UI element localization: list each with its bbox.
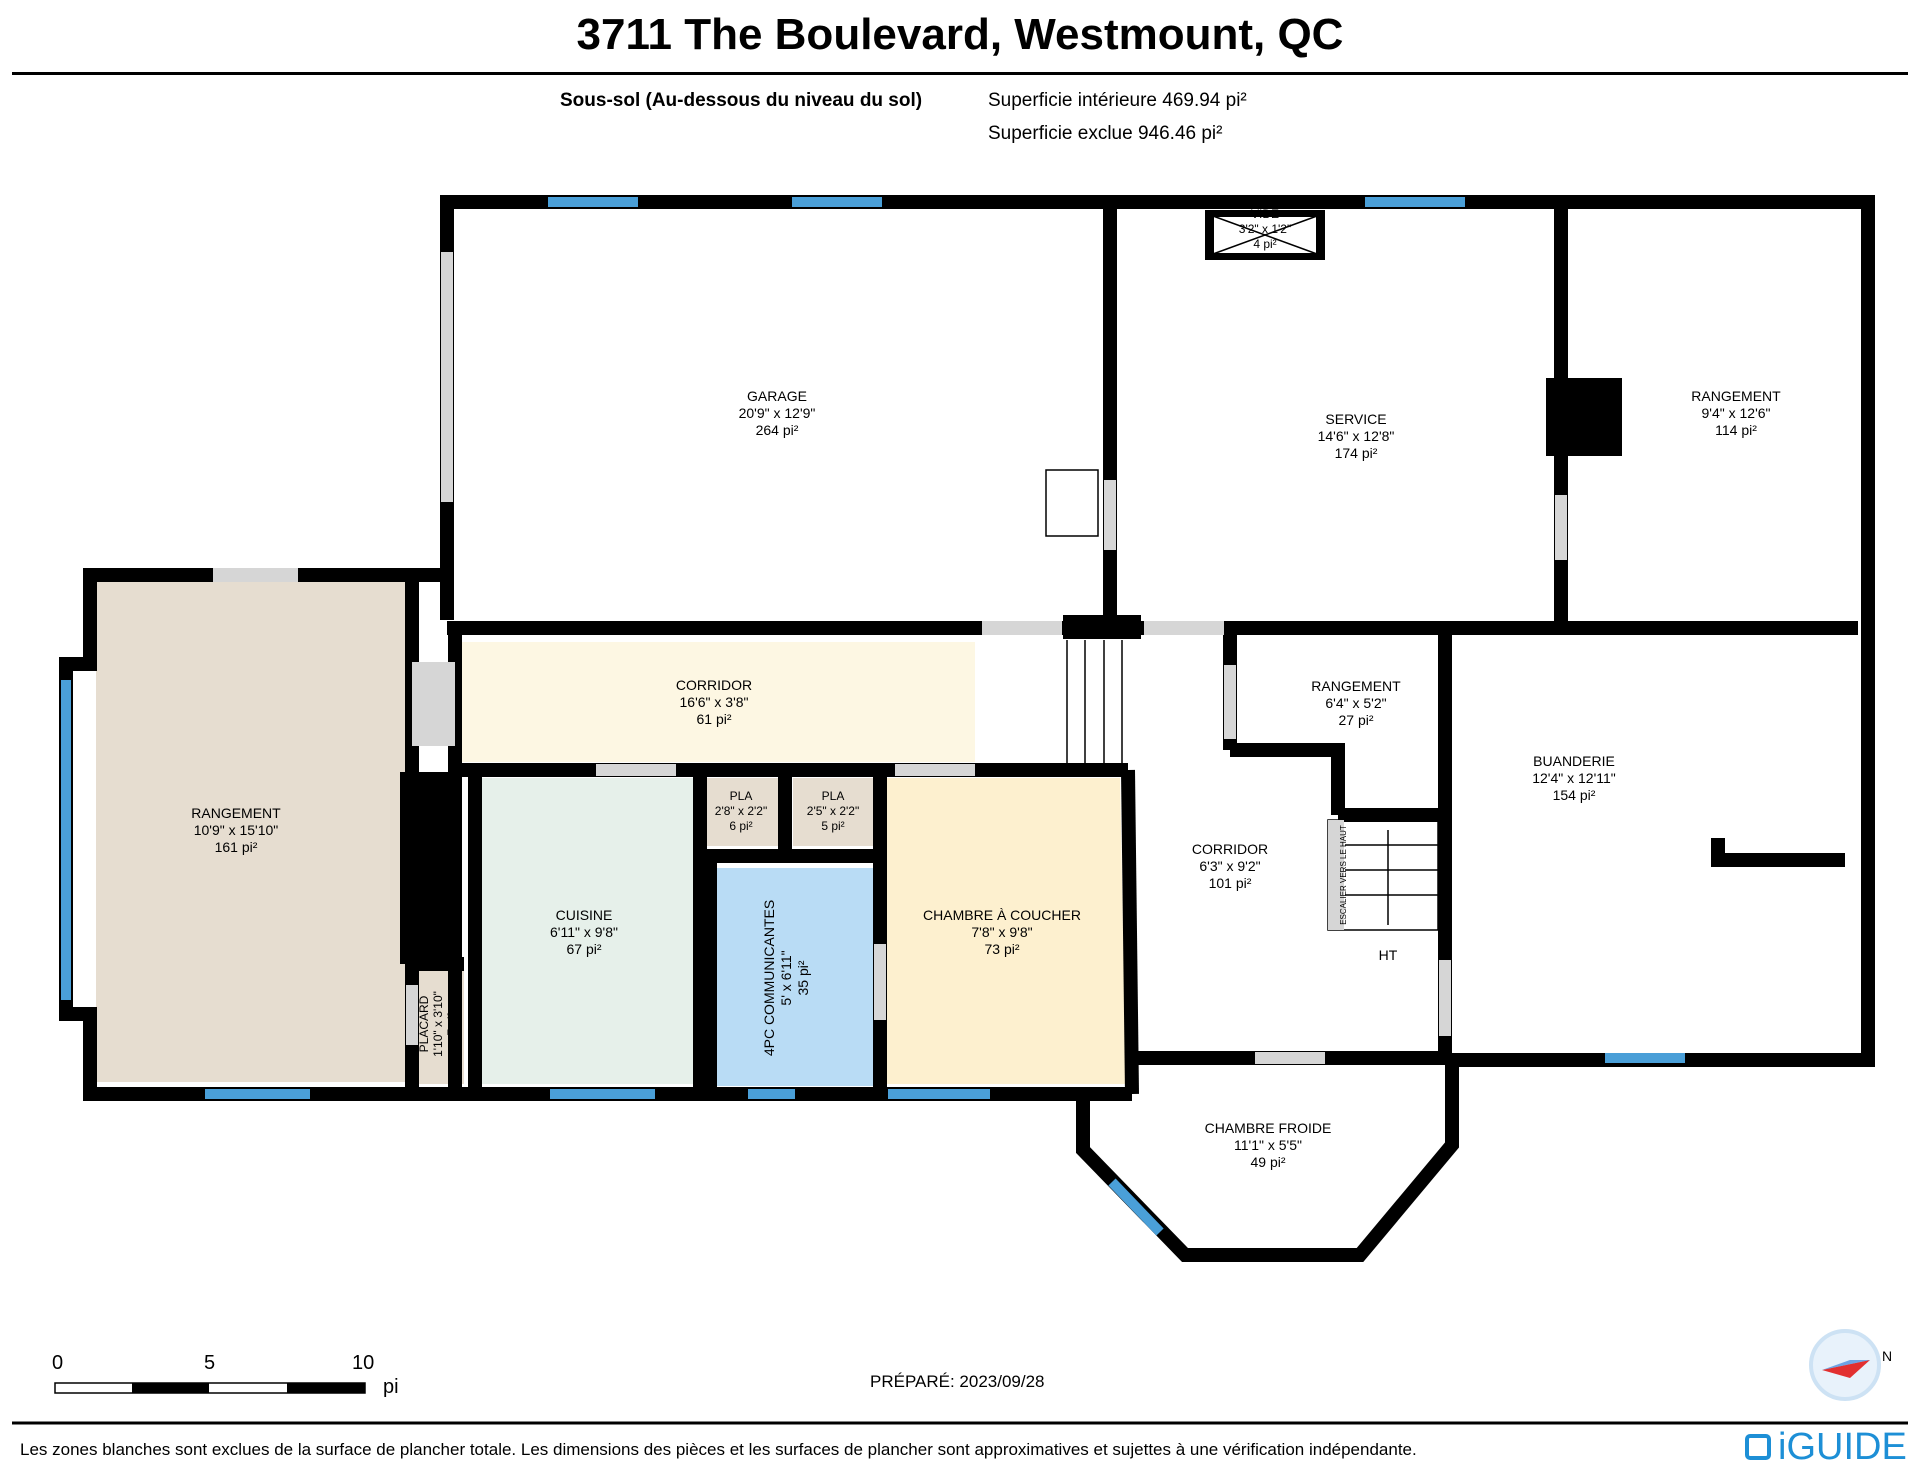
label-garage: GARAGE [747,388,807,404]
label-service: SERVICE [1325,411,1386,427]
dims-buanderie: 12'4" x 12'11" [1532,770,1616,786]
dims-rangement-s: 6'4" x 5'2" [1325,695,1386,711]
label-vide: VIDE [1251,207,1279,221]
dims-corridor-e: 6'3" x 9'2" [1199,858,1260,874]
area-pla2: 5 pi² [821,819,844,833]
fill-cuisine [475,778,695,1084]
dims-4pc: 5' x 6'11" [778,950,794,1005]
label-rangement-w: RANGEMENT [191,805,281,821]
label-stairs: ESCALIER VERS LE HAUT [1339,825,1348,925]
windows [61,197,1685,1236]
area-pla1: 6 pi² [729,819,752,833]
area-froide: 49 pi² [1250,1154,1285,1170]
dims-rangement-ne: 9'4" x 12'6" [1702,405,1771,421]
compass-icon [1809,1329,1881,1401]
fill-corridor-n [455,642,975,762]
scale-bar [54,1382,366,1394]
label-buanderie: BUANDERIE [1533,753,1615,769]
area-corridor-n: 61 pi² [696,711,731,727]
label-corridor-e: CORRIDOR [1192,841,1268,857]
door-openings [213,252,1567,1064]
label-pla1: PLA [730,789,753,803]
area-rangement-w: 161 pi² [215,839,258,855]
dims-froide: 11'1" x 5'5" [1234,1137,1302,1153]
label-chambre: CHAMBRE À COUCHER [923,907,1081,923]
stair-landing [1328,820,1344,930]
fill-chambre [886,778,1126,1084]
area-service: 174 pi² [1335,445,1378,461]
dims-pla2: 2'5" x 2'2" [807,804,859,818]
label-rangement-s: RANGEMENT [1311,678,1401,694]
brand-logo: iGUIDE [1778,1426,1907,1468]
fill-4pc [713,868,875,1086]
page-title: 3711 The Boulevard, Westmount, QC [576,10,1344,59]
area-rangement-s: 27 pi² [1338,712,1373,728]
dims-cuisine: 6'11" x 9'8" [550,924,618,940]
area-cuisine: 67 pi² [566,941,601,957]
room-fills [96,582,1126,1086]
scale-tick-10: 10 [352,1352,375,1374]
area-garage: 264 pi² [756,422,799,438]
fill-rangement-w [96,582,412,1082]
compass-label: N [1882,1348,1893,1364]
area-buanderie: 154 pi² [1553,787,1596,803]
dims-vide: 3'2" x 1'2" [1239,222,1291,236]
fill-pla1 [700,778,782,846]
area-vide: 4 pi² [1253,237,1276,251]
level-name: Sous-sol (Au-dessous du niveau du sol) [560,90,923,111]
room-labels: GARAGE 20'9" x 12'9" 264 pi² SERVICE 14'… [191,207,1781,1170]
label-placard: PLACARD [417,995,431,1052]
footer-disclaimer: Les zones blanches sont exclues de la su… [20,1440,1417,1459]
dims-service: 14'6" x 12'8" [1318,428,1395,444]
excluded-area: Superficie exclue 946.46 pi² [988,123,1223,144]
brand-icon [1745,1434,1771,1460]
scale-tick-0: 0 [52,1352,64,1374]
dims-placard: 1'10" x 3'10" [431,991,445,1057]
scale-unit: pi [383,1376,399,1398]
area-placard: 7 pi² [445,1012,459,1035]
prepared-date: PRÉPARÉ: 2023/09/28 [870,1372,1045,1391]
area-corridor-e: 101 pi² [1209,875,1252,891]
area-chambre: 73 pi² [984,941,1019,957]
dims-chambre: 7'8" x 9'8" [971,924,1032,940]
label-corridor-n: CORRIDOR [676,677,752,693]
label-cuisine: CUISINE [556,907,613,923]
label-ht: HT [1379,947,1398,963]
label-pla2: PLA [822,789,845,803]
area-4pc: 35 pi² [795,960,811,995]
dims-garage: 20'9" x 12'9" [739,405,816,421]
dims-pla1: 2'8" x 2'2" [715,804,767,818]
fill-pla2 [793,778,873,846]
dims-corridor-n: 16'6" x 3'8" [680,694,749,710]
header-divider [12,72,1908,75]
dims-rangement-w: 10'9" x 15'10" [194,822,279,838]
label-froide: CHAMBRE FROIDE [1205,1120,1332,1136]
interior-area: Superficie intérieure 469.94 pi² [988,90,1247,111]
label-rangement-ne: RANGEMENT [1691,388,1781,404]
label-4pc: 4PC COMMUNICANTES [761,900,777,1056]
scale-tick-5: 5 [204,1352,216,1374]
area-rangement-ne: 114 pi² [1715,422,1757,438]
